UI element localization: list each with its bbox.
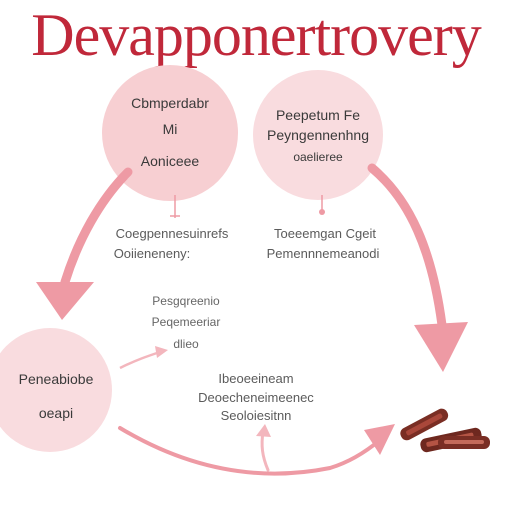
caption-right-line2: Pemennnemeanodi (267, 246, 380, 261)
node-top-left-line1: Cbmperdabr (131, 95, 209, 111)
middle-note: Pesgqreenio Peqemeeriar dlieo (152, 294, 221, 351)
bottom-note: Ibeoeeineam Deoecheneimeenec Seoloiesitn… (198, 371, 314, 423)
chocolate-sticks-icon (400, 408, 490, 453)
arrow-right-down (367, 163, 468, 372)
connector-left (170, 195, 180, 218)
node-top-right-line2: Peyngennenhng (267, 127, 369, 143)
caption-left-line1: Coegpennesuinrefs (116, 226, 229, 241)
middle-note-line1: Pesgqreenio (152, 294, 220, 308)
caption-right-line1: Toeeemgan Cgeit (274, 226, 376, 241)
node-top-right-circle (253, 70, 383, 200)
middle-note-line2: Peqemeeriar (152, 315, 221, 329)
arrow-left-down (36, 167, 133, 320)
caption-left: Coegpennesuinrefs Ooiieneneny: (114, 226, 229, 261)
node-bottom-left-line2: oeapi (39, 405, 73, 421)
node-bottom-left-circle (0, 328, 112, 452)
node-top-right: Peepetum Fe Peyngennenhng oaelieree (253, 70, 383, 200)
bottom-note-line1: Ibeoeeineam (218, 371, 293, 386)
connector-right (319, 195, 325, 215)
diagram-title: Devapponertrovery (31, 2, 481, 68)
node-bottom-left-line1: Peneabiobe (19, 371, 94, 387)
node-top-right-line3: oaelieree (293, 150, 343, 164)
arrow-to-middle (119, 346, 168, 370)
caption-right: Toeeemgan Cgeit Pemennnemeanodi (267, 226, 380, 261)
middle-note-line3: dlieo (173, 337, 199, 351)
node-top-left-circle (102, 65, 238, 201)
caption-left-line2: Ooiieneneny: (114, 246, 191, 261)
node-top-left-line3: Aoniceee (141, 153, 200, 169)
bottom-note-line2: Deoecheneimeenec (198, 390, 314, 405)
node-top-left-line2: Mi (163, 121, 178, 137)
node-top-left: Cbmperdabr Mi Aoniceee (102, 65, 238, 201)
arrow-up-small (256, 424, 271, 472)
node-bottom-left: Peneabiobe oeapi (0, 328, 112, 452)
node-top-right-line1: Peepetum Fe (276, 107, 360, 123)
bottom-note-line3: Seoloiesitnn (221, 408, 292, 423)
arrow-bottom-right (118, 424, 395, 476)
